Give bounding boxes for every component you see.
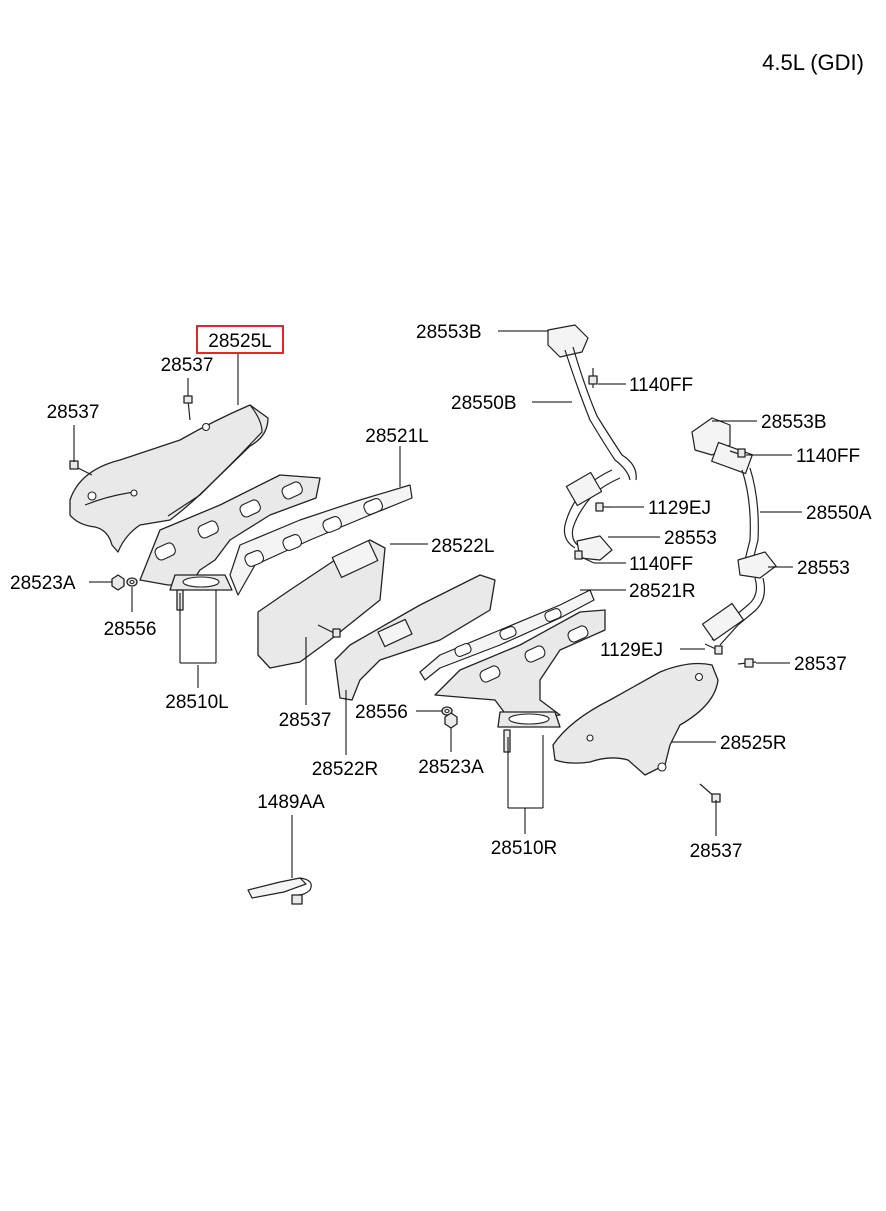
label-28525L[interactable]: 28525L — [208, 331, 271, 352]
label-28553-a[interactable]: 28553 — [664, 528, 717, 549]
label-28537-c[interactable]: 28537 — [279, 710, 332, 731]
sensor-1489AA — [247, 877, 312, 905]
heat-protector-left — [69, 404, 269, 553]
label-28553-b[interactable]: 28553 — [797, 558, 850, 579]
bolt-1129EJ-a — [595, 502, 612, 512]
label-28550A[interactable]: 28550A — [806, 503, 872, 524]
label-28523A-left[interactable]: 28523A — [10, 573, 76, 594]
heat-protector-inner-left — [257, 539, 386, 669]
gasket-right — [419, 589, 595, 681]
heat-protector-right — [552, 662, 719, 776]
exhaust-manifold-left — [139, 474, 321, 591]
bolt-1140FF-b — [574, 550, 595, 564]
label-28553B-top[interactable]: 28553B — [416, 322, 482, 343]
engine-label: 4.5L (GDI) — [762, 50, 864, 75]
stud-28510L — [176, 589, 217, 664]
label-28510R[interactable]: 28510R — [491, 838, 558, 859]
label-1140FF-a[interactable]: 1140FF — [629, 375, 693, 396]
label-28522R[interactable]: 28522R — [312, 759, 379, 780]
leader-lines — [73, 330, 802, 878]
bolt-28537-a — [183, 395, 193, 421]
pipe-28550A — [691, 417, 777, 646]
nut-28523A-left — [111, 574, 125, 591]
bolt-28537-c — [317, 624, 341, 638]
bolt-28537-d — [737, 658, 757, 668]
label-28525R[interactable]: 28525R — [720, 733, 787, 754]
gasket-left — [229, 484, 413, 596]
label-28521R[interactable]: 28521R — [629, 581, 696, 602]
label-1140FF-c[interactable]: 1140FF — [796, 446, 860, 467]
label-1129EJ-a[interactable]: 1129EJ — [648, 498, 711, 519]
label-28523A-right[interactable]: 28523A — [418, 757, 484, 778]
washer-28556-left — [126, 577, 138, 587]
heat-protector-inner-right — [334, 574, 496, 701]
label-1140FF-b[interactable]: 1140FF — [629, 554, 693, 575]
label-28537-d[interactable]: 28537 — [794, 654, 847, 675]
bolt-1129EJ-b — [704, 643, 723, 655]
label-28510L[interactable]: 28510L — [165, 692, 228, 713]
label-28553B-right[interactable]: 28553B — [761, 412, 827, 433]
label-28521L[interactable]: 28521L — [365, 426, 428, 447]
label-28556-right[interactable]: 28556 — [355, 702, 408, 723]
pipe-28550B — [547, 324, 637, 561]
bolt-28537-e — [699, 783, 721, 803]
label-28522L[interactable]: 28522L — [431, 536, 494, 557]
nut-28523A-right — [444, 712, 458, 729]
label-1489AA[interactable]: 1489AA — [257, 792, 325, 813]
label-28537-a[interactable]: 28537 — [161, 355, 214, 376]
exhaust-manifold-right — [434, 609, 606, 728]
bolt-1140FF-c — [729, 448, 746, 458]
stud-28510R — [503, 729, 544, 809]
bolt-28537-b — [69, 460, 93, 476]
label-28537-b[interactable]: 28537 — [47, 402, 100, 423]
label-28537-e[interactable]: 28537 — [690, 841, 743, 862]
label-1129EJ-b[interactable]: 1129EJ — [600, 640, 663, 661]
bolt-1140FF-a — [588, 368, 598, 388]
highlight-box-28525L — [196, 325, 284, 354]
label-28556-left[interactable]: 28556 — [104, 619, 157, 640]
label-28550B[interactable]: 28550B — [451, 393, 517, 414]
